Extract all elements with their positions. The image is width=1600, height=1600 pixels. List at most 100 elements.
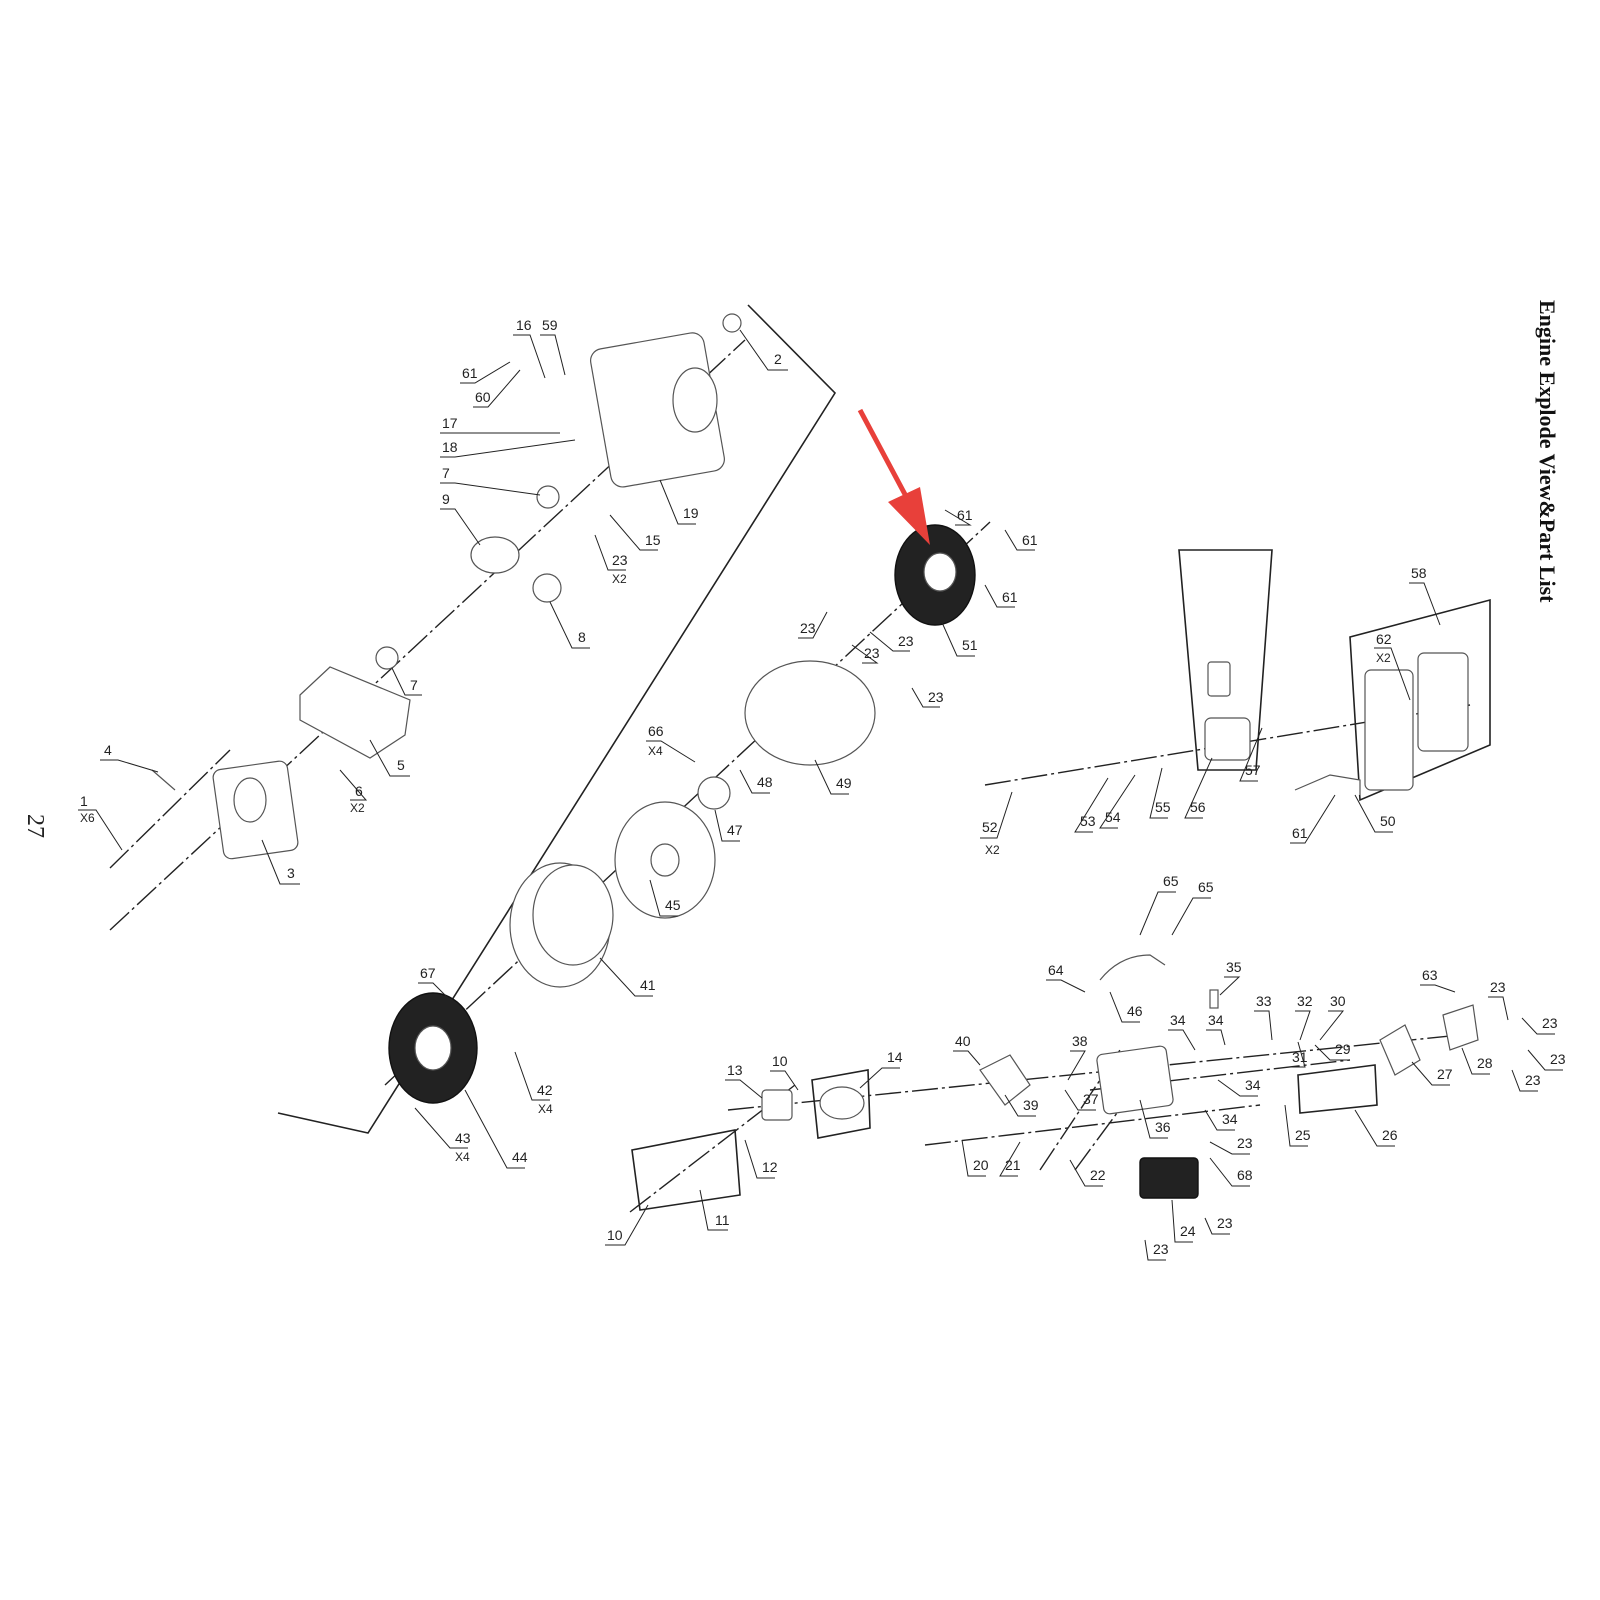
end-cover-45-hub <box>650 843 680 877</box>
callout-59-number: 59 <box>542 317 558 333</box>
callout-23i-leader <box>1511 1069 1538 1092</box>
callout-7a: 7 <box>440 465 541 496</box>
callout-44: 44 <box>464 1089 528 1169</box>
callout-53-leader <box>1074 777 1109 833</box>
callout-23l: 23 <box>1144 1239 1169 1261</box>
cover-bore <box>233 777 267 823</box>
callout-5-number: 5 <box>397 757 405 773</box>
callout-46-leader <box>1109 991 1140 1023</box>
callout-13: 13 <box>725 1062 763 1099</box>
callout-30-number: 30 <box>1330 993 1346 1009</box>
governor-8 <box>532 573 562 603</box>
callout-8: 8 <box>549 601 590 649</box>
callout-27-number: 27 <box>1437 1066 1453 1082</box>
callout-61a-leader <box>460 361 511 384</box>
callout-23k-number: 23 <box>1217 1215 1233 1231</box>
callout-43: 43 X4 <box>414 1107 471 1164</box>
callout-23h: 23 <box>1527 1049 1566 1071</box>
callout-17: 17 <box>440 415 560 434</box>
cylinder-head-36 <box>1096 1045 1174 1115</box>
callout-40-number: 40 <box>955 1033 971 1049</box>
callout-48: 48 <box>739 769 773 794</box>
axis-drain <box>109 749 231 869</box>
callout-10b: 10 <box>605 1204 649 1246</box>
callout-64-leader <box>1046 979 1086 993</box>
callout-48-number: 48 <box>757 774 773 790</box>
electrical-group-frame <box>1178 549 1273 771</box>
callout-61c-number: 61 <box>1022 532 1038 548</box>
callout-12-number: 12 <box>762 1159 778 1175</box>
callout-44-leader <box>464 1089 525 1169</box>
callout-33: 33 <box>1254 993 1273 1041</box>
callout-26: 26 <box>1354 1109 1398 1147</box>
callout-50-number: 50 <box>1380 813 1396 829</box>
callout-22-number: 22 <box>1090 1167 1106 1183</box>
callout-13-number: 13 <box>727 1062 743 1078</box>
callout-3: 3 <box>261 839 300 885</box>
callout-42-qty: X4 <box>538 1102 553 1116</box>
rotor-41-face <box>532 864 614 966</box>
callout-21-number: 21 <box>1005 1157 1021 1173</box>
callout-39-leader <box>1004 1094 1036 1117</box>
callout-43-number: 43 <box>455 1130 471 1146</box>
callout-63-leader <box>1420 984 1456 993</box>
callout-54-number: 54 <box>1105 809 1121 825</box>
callout-38-leader <box>1067 1050 1086 1081</box>
callout-37: 37 <box>1064 1089 1099 1111</box>
callout-34b-number: 34 <box>1208 1012 1224 1028</box>
callout-39: 39 <box>1004 1094 1039 1117</box>
callout-32-number: 32 <box>1297 993 1313 1009</box>
callout-66-qty: X4 <box>648 744 663 758</box>
callout-14: 14 <box>859 1049 903 1089</box>
callout-25: 25 <box>1284 1104 1311 1147</box>
callout-10a-number: 10 <box>772 1053 788 1069</box>
connecting-rod-box <box>631 1129 741 1211</box>
callout-22: 22 <box>1069 1159 1106 1187</box>
callout-32: 32 <box>1295 993 1313 1041</box>
callout-23f-leader <box>1488 996 1509 1021</box>
callout-29-number: 29 <box>1335 1041 1351 1057</box>
callout-35-leader <box>1219 976 1241 996</box>
callout-27-leader <box>1411 1061 1450 1086</box>
callout-56-number: 56 <box>1190 799 1206 815</box>
callout-62-number: 62 <box>1376 631 1392 647</box>
stator-44-bore <box>414 1025 452 1071</box>
callout-61e-number: 61 <box>1292 825 1308 841</box>
callout-51: 51 <box>939 617 978 657</box>
callout-16-number: 16 <box>516 317 532 333</box>
callout-33-leader <box>1254 1010 1273 1041</box>
callout-34c-number: 34 <box>1245 1077 1261 1093</box>
callout-11-number: 11 <box>715 1212 730 1228</box>
callout-28: 28 <box>1461 1047 1493 1075</box>
callout-36-number: 36 <box>1155 1119 1171 1135</box>
callout-55-number: 55 <box>1155 799 1171 815</box>
callout-21-leader <box>999 1141 1021 1177</box>
callout-23k-leader <box>1204 1217 1230 1235</box>
oil-seal-2 <box>722 313 742 333</box>
callout-52-leader <box>980 791 1013 839</box>
callout-54: 54 <box>1099 774 1136 829</box>
callout-62-qty: X2 <box>1376 651 1391 665</box>
callout-31-leader <box>1290 1041 1306 1068</box>
callout-47: 47 <box>714 809 743 842</box>
callout-61b-leader <box>944 509 972 526</box>
fan-51-bore <box>923 552 957 592</box>
callout-3-number: 3 <box>287 865 295 881</box>
bracket-50 <box>1294 774 1361 795</box>
highlight-arrow <box>857 408 930 545</box>
callout-8-number: 8 <box>578 629 586 645</box>
callout-25-leader <box>1284 1104 1308 1147</box>
callout-34a-number: 34 <box>1170 1012 1186 1028</box>
callout-47-leader <box>714 809 740 842</box>
callout-49-number: 49 <box>836 775 852 791</box>
switch-57 <box>1207 661 1231 697</box>
callout-34a-leader <box>1168 1029 1196 1051</box>
callout-23j: 23 <box>1209 1135 1253 1155</box>
callout-61a: 61 <box>460 361 511 384</box>
callout-10a-leader <box>770 1070 799 1091</box>
callout-60-leader <box>473 369 521 408</box>
callout-12: 12 <box>744 1139 778 1179</box>
callout-9: 9 <box>440 491 481 546</box>
muffler-shield <box>1364 669 1414 791</box>
